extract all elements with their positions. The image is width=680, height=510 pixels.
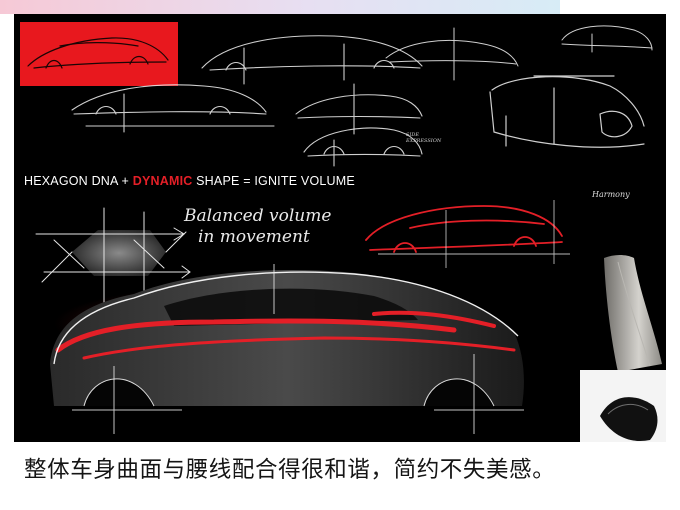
sketch-car-mid-low [303,127,423,167]
sketch-car-top-right [385,27,519,81]
sketch-car-mid-center [295,83,423,135]
top-gradient-bar [0,0,560,14]
handwritten-note-harmony: Harmony [592,190,630,199]
sketch-car-top-far-right [561,25,653,53]
hero-car-render [50,264,524,434]
design-headline: HEXAGON DNA + DYNAMIC SHAPE = IGNITE VOL… [24,174,355,188]
side-note-top: SIDE [406,132,420,138]
headline-suffix: SHAPE = IGNITE VOLUME [192,174,355,188]
headline-highlight: DYNAMIC [132,174,193,188]
headline-prefix: HEXAGON DNA + [24,174,133,188]
hexagon-diagram [35,207,191,305]
sketch-artwork [35,25,666,442]
design-sketch-board: HEXAGON DNA + DYNAMIC SHAPE = IGNITE VOL… [14,14,666,442]
sketch-car-mid-right [489,75,645,148]
sketch-car-red-outline [365,205,563,253]
sketch-car-top-center [201,35,423,85]
side-note-bottom: EXPRESSION [406,138,442,144]
carbon-sample [580,370,666,442]
caption-text: 整体车身曲面与腰线配合得很和谐，简约不失美感。 [24,457,556,483]
handwritten-note-line-2: in movement [198,227,310,247]
red-sketch-thumbnail [20,22,178,86]
handwritten-note-line-1: Balanced volume [184,206,332,226]
sketch-car-mid-left [71,84,275,133]
handwritten-note-side-expression: SIDE EXPRESSION [406,132,441,144]
vase-object [604,255,662,372]
